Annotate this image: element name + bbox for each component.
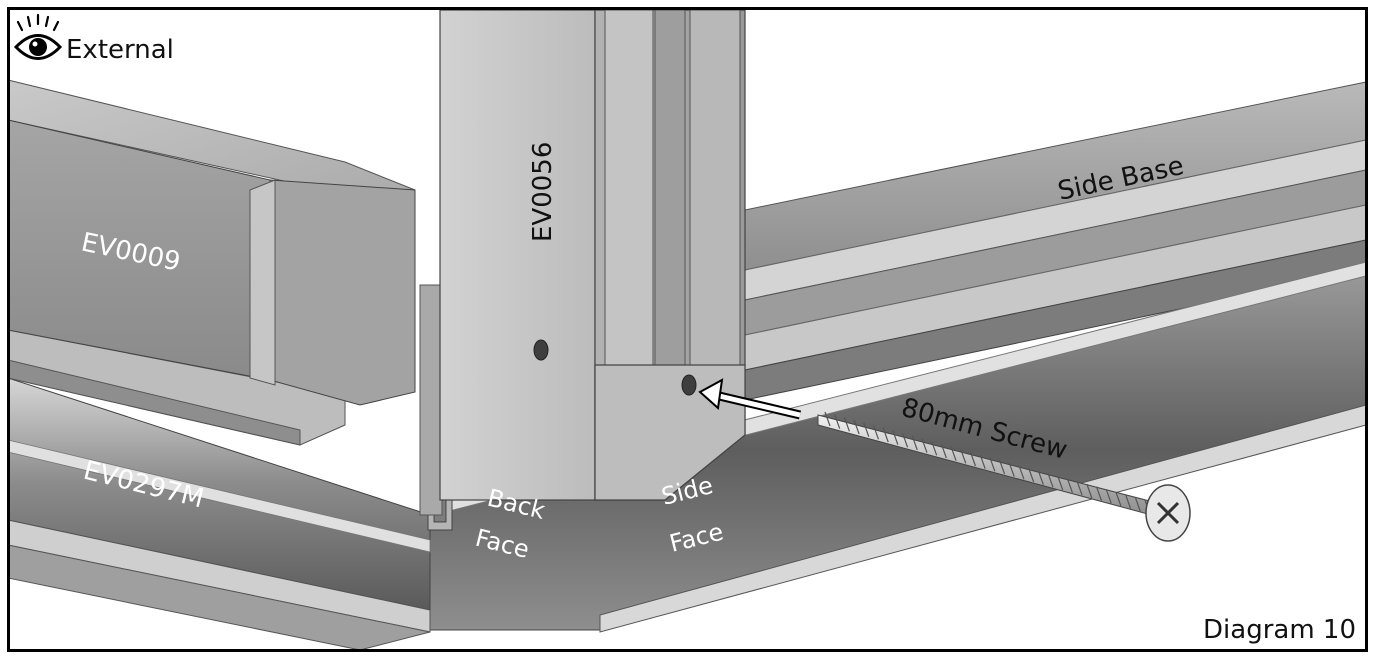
screw-thread (853, 419, 860, 435)
screw-thread (1076, 481, 1083, 496)
screw (817, 411, 1191, 542)
view-label: External (66, 35, 174, 65)
screw-thread (1028, 467, 1035, 483)
screw-thread (863, 422, 870, 437)
screw-thread (1134, 497, 1141, 512)
screw-thread (1105, 489, 1112, 504)
screw-thread (969, 451, 977, 467)
diagram-frame (7, 7, 1368, 652)
screw-thread (834, 414, 841, 429)
screw-thread (1086, 483, 1093, 499)
screw-thread (1008, 462, 1015, 477)
screw-thread (979, 454, 986, 469)
post-label: EV0056 (528, 142, 558, 242)
screw-thread (1125, 494, 1132, 509)
screw-thread (931, 441, 938, 456)
post (439, 9, 746, 501)
screw-thread (892, 430, 899, 445)
screw-thread (1066, 478, 1073, 493)
diagram-label: Diagram 10 (1203, 615, 1356, 645)
screw-thread (824, 411, 831, 427)
screw-thread (882, 427, 889, 443)
post-hole-back (533, 339, 549, 361)
screw-thread (940, 443, 947, 459)
screw-thread (960, 449, 967, 464)
screw-thread (950, 446, 957, 461)
insert-arrow (698, 378, 802, 420)
screw-thread (1018, 465, 1025, 480)
screw-thread (902, 433, 909, 448)
screw-thread (998, 459, 1006, 475)
screw-thread (872, 425, 880, 440)
screw-thread (843, 417, 850, 432)
screw-thread (911, 435, 918, 451)
eye-icon (13, 13, 63, 60)
screw-thread (1047, 473, 1054, 488)
left-rail (7, 79, 416, 446)
post-hole-side (681, 374, 697, 396)
screw-thread (989, 457, 996, 472)
screw-thread (1095, 486, 1103, 501)
phillips-icon (1156, 501, 1180, 525)
screw-thread (921, 438, 928, 453)
screw-thread (1115, 491, 1122, 507)
screw-thread (1057, 475, 1064, 491)
screw-thread (1037, 470, 1044, 485)
